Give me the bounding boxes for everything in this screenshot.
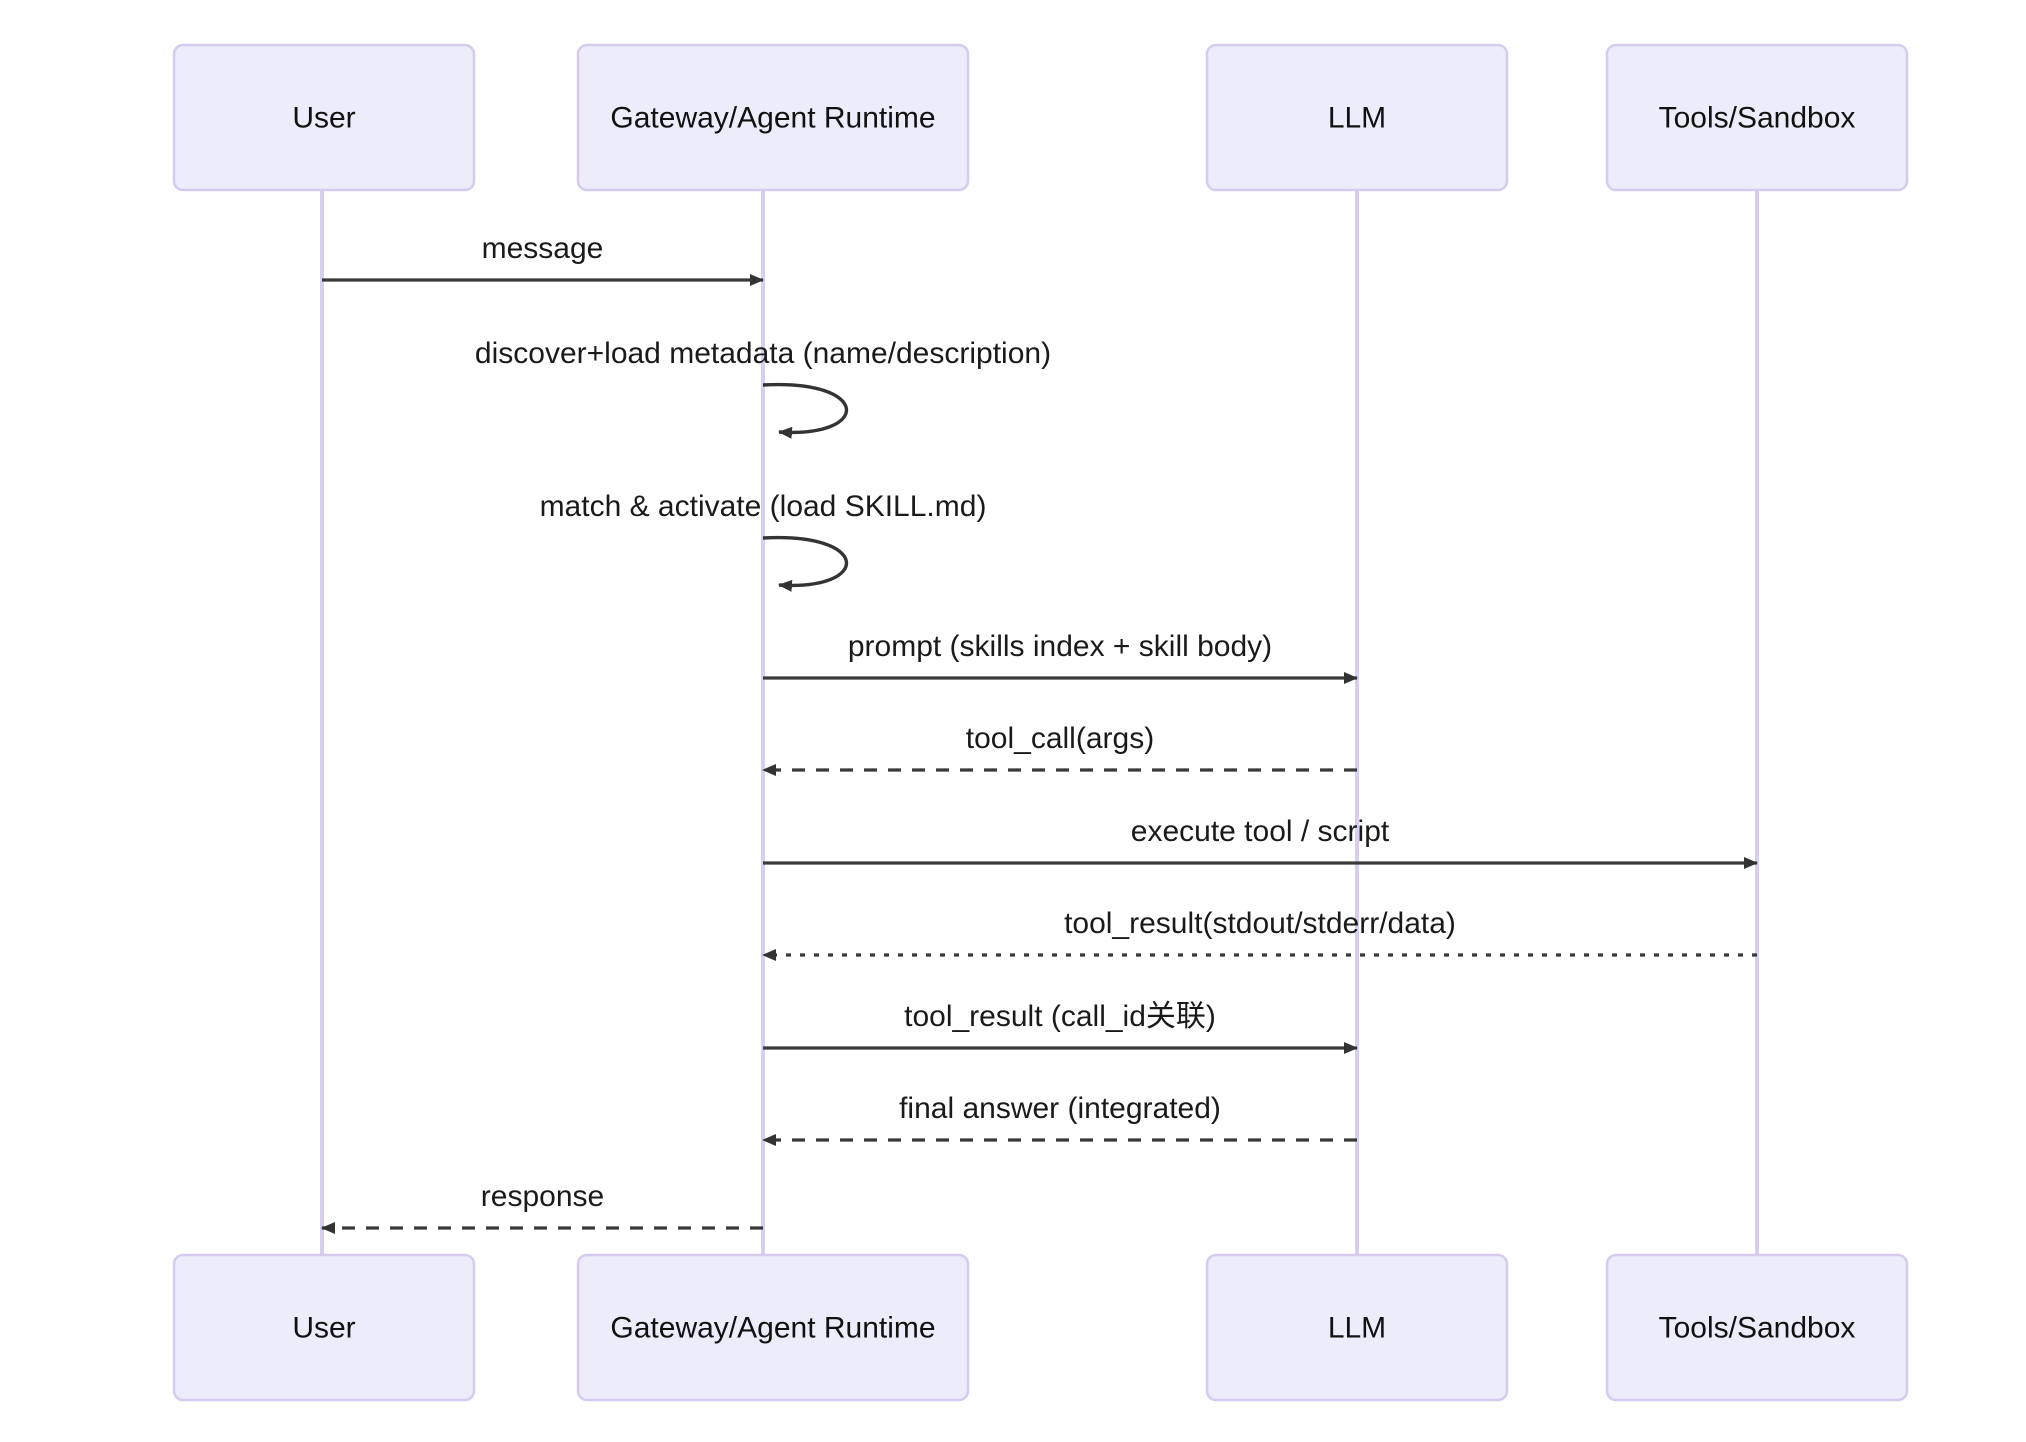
actor-box-rect [1205,1253,1509,1402]
actor-label-tools: Tools/Sandbox [1659,101,1856,134]
actors-bottom-group: User Gateway/Agent Runtime LLM Tools/Sandbo… [172,1253,1909,1402]
actor-box-user-bottom[interactable]: User [172,1253,476,1402]
message-label: message [482,232,604,265]
message-label: prompt (skills index + skill body) [848,630,1272,663]
message-label: execute tool / script [1131,815,1390,848]
actor-label-user: User [292,1311,355,1344]
actor-box-user-top[interactable]: User [172,43,476,192]
message-6-gateway-to-tools[interactable]: execute tool / script [763,815,1758,869]
actor-label-gateway: Gateway/Agent Runtime [610,101,935,134]
message-7-tools-to-gateway[interactable]: tool_result(stdout/stderr/data) [762,907,1757,961]
message-1-user-to-gateway[interactable]: message [322,232,764,286]
actor-label-tools: Tools/Sandbox [1659,1311,1856,1344]
message-label: discover+load metadata (name/description… [475,337,1051,370]
actor-box-llm-bottom[interactable]: LLM [1205,1253,1509,1402]
message-label: match & activate (load SKILL.md) [540,490,987,523]
message-label: tool_result (call_id关联) [904,1000,1216,1033]
actor-box-tools-bottom[interactable]: Tools/Sandbox [1605,1253,1909,1402]
actors-top-group: User Gateway/Agent Runtime LLM Tools/Sandbo… [172,43,1909,192]
actor-box-rect [172,43,476,192]
actor-label-user: User [292,101,355,134]
actor-box-rect [1605,43,1909,192]
message-3-gateway-to-gateway[interactable]: match & activate (load SKILL.md) [540,490,987,592]
actor-label-llm: LLM [1328,101,1386,134]
actor-label-llm: LLM [1328,1311,1386,1344]
lifelines-group [320,190,1759,1255]
actor-box-rect [576,1253,970,1402]
self-loop-path [762,382,849,439]
message-label: final answer (integrated) [899,1092,1221,1125]
message-label: tool_result(stdout/stderr/data) [1064,907,1456,940]
message-label: response [481,1180,604,1213]
actor-box-gateway-top[interactable]: Gateway/Agent Runtime [576,43,970,192]
actor-box-rect [1605,1253,1909,1402]
actor-box-rect [1205,43,1509,192]
message-2-gateway-to-gateway[interactable]: discover+load metadata (name/description… [475,337,1051,439]
message-8-gateway-to-llm[interactable]: tool_result (call_id关联) [763,1000,1358,1054]
actor-box-gateway-bottom[interactable]: Gateway/Agent Runtime [576,1253,970,1402]
message-4-gateway-to-llm[interactable]: prompt (skills index + skill body) [763,630,1358,684]
message-label: tool_call(args) [966,722,1154,755]
actor-box-rect [172,1253,476,1402]
self-loop-path [762,535,849,592]
actor-box-llm-top[interactable]: LLM [1205,43,1509,192]
message-10-gateway-to-user[interactable]: response [321,1180,763,1234]
message-9-llm-to-gateway[interactable]: final answer (integrated) [762,1092,1357,1146]
actor-box-tools-top[interactable]: Tools/Sandbox [1605,43,1909,192]
message-5-llm-to-gateway[interactable]: tool_call(args) [762,722,1357,776]
actor-label-gateway: Gateway/Agent Runtime [610,1311,935,1344]
messages-group: message discover+load metadata (name/desc… [321,232,1758,1234]
actor-box-rect [576,43,970,192]
